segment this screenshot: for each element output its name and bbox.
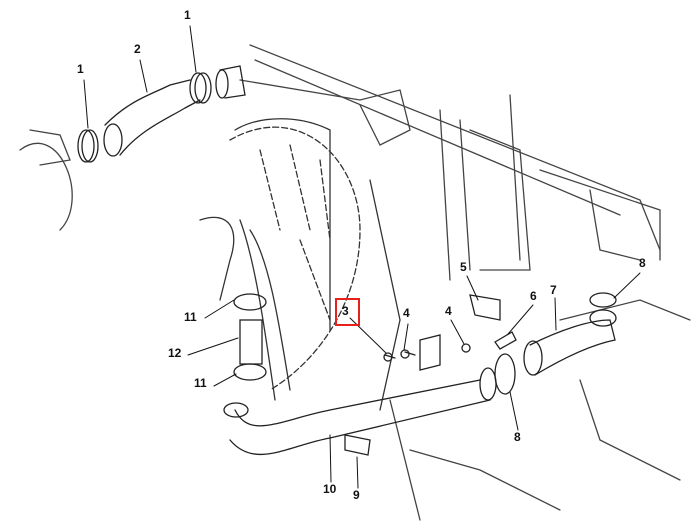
callout-1: 1 (184, 8, 191, 22)
callout-8: 8 (639, 256, 646, 270)
callout-2: 2 (134, 42, 141, 56)
callout-9: 9 (353, 488, 360, 502)
callout-7: 7 (550, 283, 557, 297)
leader-lines (83, 25, 641, 489)
callout-5: 5 (460, 260, 467, 274)
callout-11: 11 (184, 310, 197, 324)
callout-3: 3 (342, 304, 349, 318)
callout-4: 4 (403, 306, 410, 320)
callout-1: 1 (77, 62, 84, 76)
upper-hose (77, 65, 246, 163)
callout-4: 4 (445, 304, 452, 318)
lower-hose (223, 292, 617, 456)
callout-12: 12 (168, 346, 182, 360)
radiator (199, 118, 401, 411)
callout-6: 6 (530, 289, 537, 303)
highlight-box (335, 298, 360, 326)
callout-8: 8 (514, 430, 521, 444)
fan-shroud (229, 126, 361, 391)
frame-structure (19, 44, 691, 521)
callout-10: 10 (323, 482, 337, 496)
callout-11: 11 (194, 376, 207, 390)
